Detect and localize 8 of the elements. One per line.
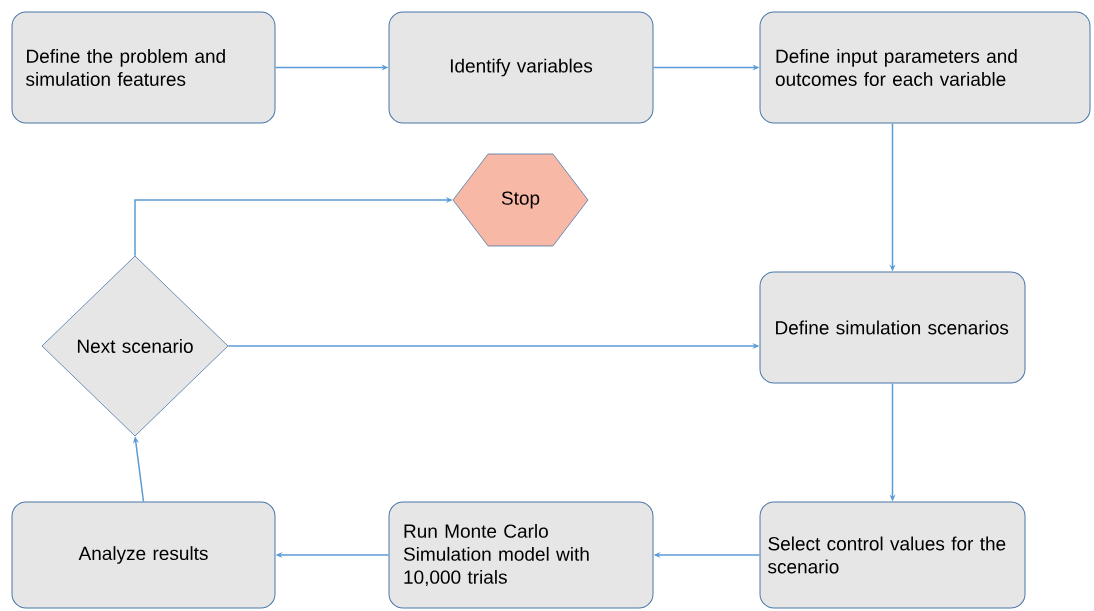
process-box: Select control values for the scenario	[759, 501, 1026, 609]
stop-hexagon: Stop	[452, 153, 589, 247]
process-box: Analyze results	[11, 501, 276, 609]
process-box: Run Monte Carlo Simulation model with 10,000 trials	[388, 501, 654, 609]
process-box: Define input parameters and outcomes for each variable	[759, 11, 1091, 124]
process-box: Define simulation scenarios	[759, 271, 1026, 384]
process-box: Identify variables	[388, 11, 654, 124]
process-box: Define the problem and simulation features	[11, 11, 276, 124]
